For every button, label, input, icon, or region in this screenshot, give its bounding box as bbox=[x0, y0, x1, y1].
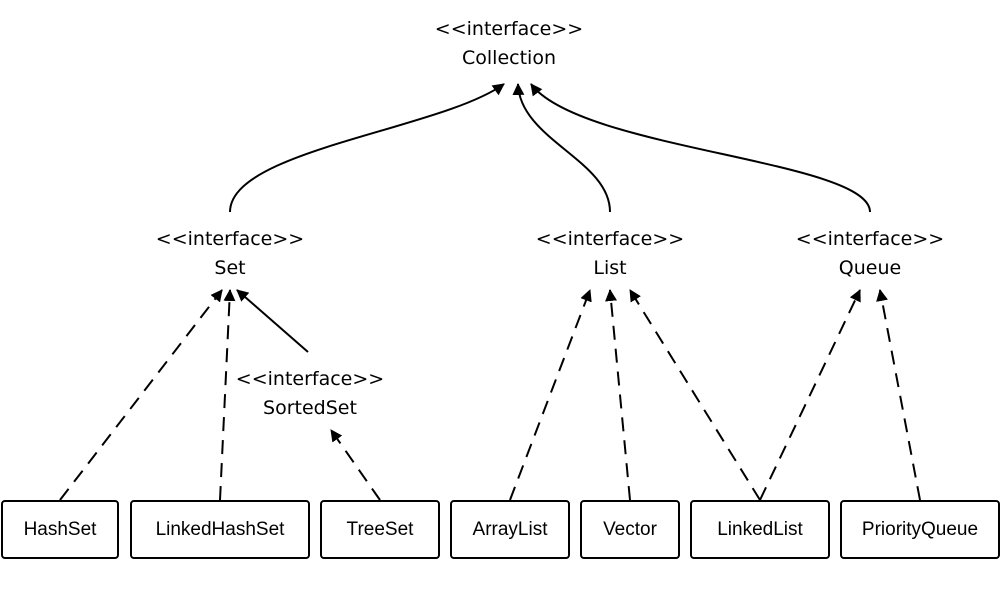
vector-label: Vector bbox=[603, 518, 657, 540]
edge-linkedlist-to-list bbox=[629, 289, 761, 501]
sortedset-stereotype: <<interface>> bbox=[235, 368, 385, 390]
set-stereotype: <<interface>> bbox=[155, 228, 305, 250]
list-name: List bbox=[593, 257, 627, 279]
edge-sortedset-to-set bbox=[236, 289, 309, 353]
edge-linkedhashset-to-set bbox=[219, 289, 236, 501]
vector-class-box[interactable]: Vector bbox=[580, 500, 680, 559]
treeset-label: TreeSet bbox=[346, 518, 414, 540]
edge-priorityqueue-to-queue bbox=[876, 289, 921, 501]
edge-linkedlist-to-queue bbox=[759, 289, 861, 501]
list-stereotype: <<interface>> bbox=[535, 228, 685, 250]
edge-treeset-to-sortedset bbox=[330, 429, 381, 501]
edge-set-to-collection bbox=[229, 83, 505, 213]
arraylist-label: ArrayList bbox=[472, 518, 548, 540]
linkedhashset-label: LinkedHashSet bbox=[155, 518, 285, 540]
collection-stereotype: <<interface>> bbox=[434, 18, 584, 40]
treeset-class-box[interactable]: TreeSet bbox=[320, 500, 440, 559]
hashset-class-box[interactable]: HashSet bbox=[1, 500, 119, 559]
collection-name: Collection bbox=[462, 47, 556, 69]
queue-stereotype: <<interface>> bbox=[795, 228, 945, 250]
set-interface-node[interactable]: <<interface>> Set bbox=[150, 225, 310, 283]
sortedset-name: SortedSet bbox=[263, 397, 357, 419]
set-name: Set bbox=[214, 257, 246, 279]
edge-arraylist-to-list bbox=[509, 289, 592, 501]
sortedset-interface-node[interactable]: <<interface>> SortedSet bbox=[230, 365, 390, 423]
arraylist-class-box[interactable]: ArrayList bbox=[450, 500, 570, 559]
queue-interface-node[interactable]: <<interface>> Queue bbox=[790, 225, 950, 283]
collection-interface-node[interactable]: <<interface>> Collection bbox=[429, 15, 589, 73]
edge-queue-to-collection bbox=[530, 83, 871, 213]
priorityqueue-class-box[interactable]: PriorityQueue bbox=[840, 500, 1000, 559]
queue-name: Queue bbox=[838, 257, 902, 279]
priorityqueue-label: PriorityQueue bbox=[861, 518, 979, 540]
hashset-label: HashSet bbox=[23, 518, 97, 540]
list-interface-node[interactable]: <<interface>> List bbox=[530, 225, 690, 283]
linkedlist-label: LinkedList bbox=[717, 518, 803, 540]
linkedlist-class-box[interactable]: LinkedList bbox=[690, 500, 830, 559]
linkedhashset-class-box[interactable]: LinkedHashSet bbox=[130, 500, 310, 559]
edge-vector-to-list bbox=[605, 289, 631, 501]
edge-hashset-to-set bbox=[59, 289, 223, 501]
edge-list-to-collection bbox=[512, 83, 611, 213]
